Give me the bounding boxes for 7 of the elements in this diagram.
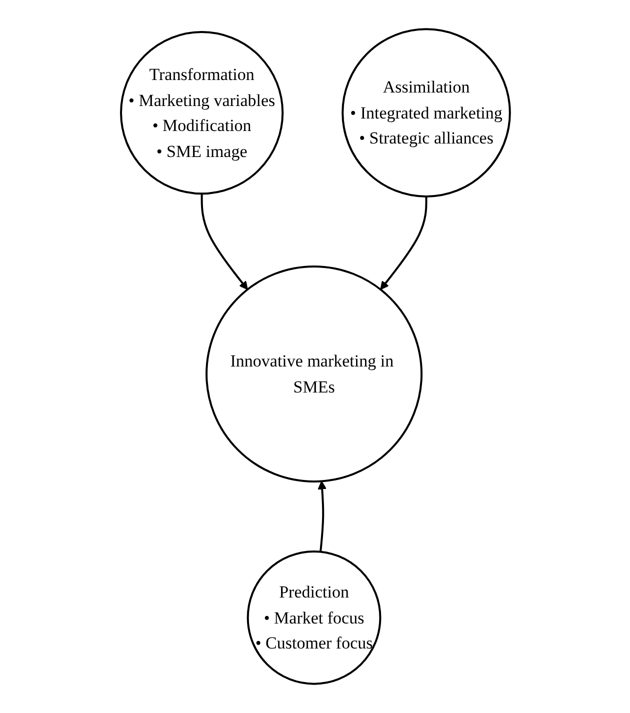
arrow — [317, 480, 326, 552]
arrow — [200, 194, 248, 290]
node-circle: Transformation • Marketing variables • Modification • SME image — [120, 31, 284, 195]
node-circle: Innovative marketing in SMEs — [205, 265, 422, 482]
node-circle: Prediction • Market focus • Customer focus — [246, 550, 381, 685]
arrow — [380, 196, 427, 290]
node-circle: Assimilation • Integrated marketing • Strategic alliances — [341, 28, 510, 198]
